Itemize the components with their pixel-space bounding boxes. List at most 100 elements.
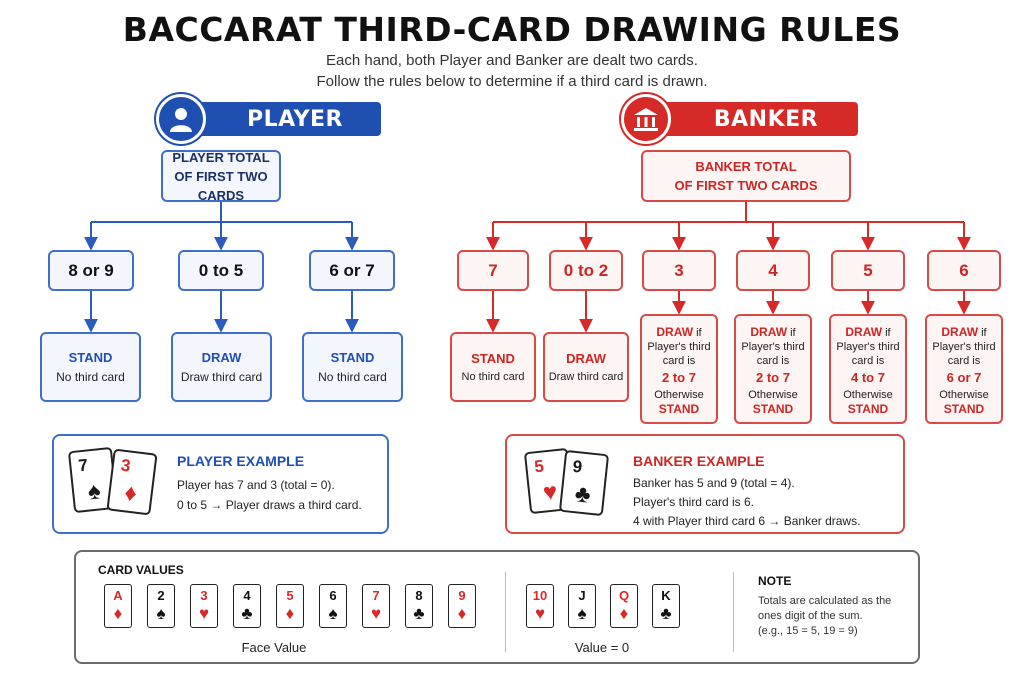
banker-example-line-3: 4 with Player third card 6 → Banker draw… [633, 514, 861, 528]
note-line-1: Totals are calculated as the [758, 595, 892, 607]
playing-card: J♠ [568, 584, 596, 628]
card-rank: 7 [77, 455, 89, 476]
action-detail: No third card [56, 370, 125, 384]
face-value-caption: Face Value [241, 640, 307, 655]
banker-example-title: BANKER EXAMPLE [633, 453, 765, 469]
card-rank: 10 [532, 588, 548, 603]
card-rank: 6 [329, 588, 337, 603]
face-value-cards: A♦2♠3♥4♣5♦6♠7♥8♣9♦ [104, 584, 524, 630]
cond-if: if [787, 326, 796, 339]
heart-icon: ♥ [534, 604, 546, 623]
banker-conditional-5: DRAW if Player's third card is 4 to 7 Ot… [829, 314, 907, 424]
player-action-stand-2: STAND No third card [302, 332, 403, 402]
note-heading: NOTE [758, 574, 792, 588]
cond-if: if [882, 326, 891, 339]
banker-total-line-1: BANKER TOTAL [695, 159, 797, 174]
club-icon: ♣ [413, 604, 425, 623]
playing-card: 9♦ [448, 584, 476, 628]
cond-line-2: card is [662, 354, 696, 367]
banker-value-label: 0 to 2 [563, 260, 609, 280]
card-rank: 3 [200, 588, 208, 603]
diamond-icon: ♦ [285, 604, 295, 623]
banker-value-label: 7 [488, 260, 498, 280]
banker-action-draw: DRAW Draw third card [543, 332, 629, 402]
playing-card: Q♦ [610, 584, 638, 628]
card-rank: 2 [157, 588, 165, 603]
heart-icon: ♥ [370, 604, 382, 623]
player-action-stand-1: STAND No third card [40, 332, 141, 402]
cond-line-2: card is [851, 354, 885, 367]
cond-range: 4 to 7 [851, 369, 885, 385]
playing-card: 10♥ [526, 584, 554, 628]
action-label: STAND [330, 350, 375, 365]
banker-conditional-6: DRAW if Player's third card is 6 or 7 Ot… [925, 314, 1003, 424]
cond-draw: DRAW [656, 324, 694, 339]
card-rank: 9 [571, 456, 584, 477]
banker-value-6: 6 [927, 250, 1001, 291]
banker-conditional-4: DRAW if Player's third card is 2 to 7 Ot… [734, 314, 812, 424]
card-rank: J [578, 588, 586, 603]
card-rank: 5 [286, 588, 294, 603]
diamond-icon: ♦ [619, 604, 629, 623]
playing-card: 6♠ [319, 584, 347, 628]
banker-value-3: 3 [642, 250, 716, 291]
banker-value-0-to-2: 0 to 2 [549, 250, 623, 291]
action-detail: Draw third card [180, 370, 263, 384]
cond-line-2: card is [947, 354, 981, 367]
cond-stand: STAND [943, 401, 985, 416]
banker-action-stand: STAND No third card [450, 332, 536, 402]
action-detail: No third card [461, 371, 525, 383]
banker-value-7: 7 [457, 250, 529, 291]
player-header-label: PLAYER [247, 106, 343, 132]
banker-example-line-2: Player's third card is 6. [633, 495, 755, 509]
banker-value-label: 3 [674, 260, 684, 280]
card-rank: A [113, 588, 123, 603]
player-action-draw: DRAW Draw third card [171, 332, 272, 402]
action-detail: No third card [318, 370, 387, 384]
card-values-panel: CARD VALUES A♦2♠3♥4♣5♦6♠7♥8♣9♦ Face Valu… [74, 550, 920, 664]
bank-icon [621, 94, 671, 144]
playing-card: 2♠ [147, 584, 175, 628]
subtitle-line-1: Each hand, both Player and Banker are de… [326, 52, 698, 69]
playing-card: 5♦ [276, 584, 304, 628]
heart-icon: ♥ [198, 604, 210, 623]
card-rank: 5 [533, 456, 545, 477]
player-total-line-1: PLAYER TOTAL [172, 149, 270, 165]
player-value-label: 0 to 5 [198, 260, 244, 280]
banker-value-5: 5 [831, 250, 905, 291]
banker-value-label: 6 [959, 260, 969, 280]
player-value-6-or-7: 6 or 7 [309, 250, 395, 291]
playing-card: 7♥ [362, 584, 390, 628]
player-connectors [84, 202, 359, 333]
club-icon: ♣ [241, 604, 253, 623]
player-example-line-2: 0 to 5 → Player draws a third card. [177, 498, 362, 512]
diamond-icon: ♦ [457, 604, 467, 623]
diamond-icon: ♦ [122, 479, 139, 508]
banker-total-line-2: OF FIRST TWO CARDS [674, 178, 818, 193]
player-total-box: PLAYER TOTAL OF FIRST TWO CARDS [161, 149, 281, 203]
note-line-3: (e.g., 15 = 5, 19 = 9) [758, 625, 858, 637]
zero-value-caption: Value = 0 [574, 640, 630, 655]
banker-conditional-3: DRAW if Player's third card is 2 to 7 Ot… [640, 314, 718, 424]
player-value-label: 8 or 9 [68, 260, 114, 280]
card-rank: 4 [243, 588, 251, 603]
club-icon: ♣ [660, 604, 672, 623]
cond-otherwise: Otherwise [843, 388, 893, 401]
cond-otherwise: Otherwise [748, 388, 798, 401]
note-line-2: ones digit of the sum. [758, 610, 863, 622]
banker-header: BANKER [660, 102, 858, 136]
card-rank: K [661, 588, 671, 603]
action-label: STAND [471, 351, 515, 366]
banker-value-4: 4 [736, 250, 810, 291]
card-rank: Q [618, 588, 630, 603]
cond-range: 2 to 7 [662, 369, 696, 385]
player-example-title: PLAYER EXAMPLE [177, 453, 305, 469]
banker-value-label: 4 [768, 260, 778, 280]
card-rank: 8 [415, 588, 423, 603]
action-detail: Draw third card [548, 371, 624, 383]
banker-value-label: 5 [863, 260, 873, 280]
divider [505, 572, 506, 652]
example-card: 9 ♣ [558, 449, 610, 517]
card-values-heading: CARD VALUES [98, 563, 184, 577]
cond-range: 6 or 7 [946, 369, 982, 385]
